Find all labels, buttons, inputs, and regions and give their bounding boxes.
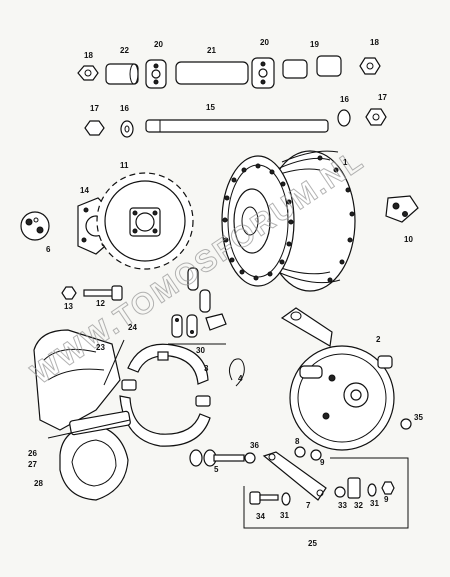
label-18-left: 18 [84,51,93,60]
axle-15 [145,119,329,133]
wheel-hub-1 [221,150,356,292]
rear-sprocket-11 [96,172,194,270]
label-2: 2 [376,335,381,344]
label-13: 13 [64,302,73,311]
return-spring-4 [228,358,245,387]
label-33: 33 [338,501,347,510]
label-6: 6 [46,245,51,254]
label-28: 28 [34,479,43,488]
washer-16-left [120,120,134,138]
small-hardware-31-33 [334,477,395,499]
label-10: 10 [404,235,413,244]
label-9-lower: 9 [384,495,389,504]
label-30: 30 [196,346,205,355]
label-20-left: 20 [154,40,163,49]
label-11: 11 [120,161,129,170]
brake-arm-7 [262,446,327,501]
bearing-20-left [145,59,167,89]
lock-plate-10 [385,195,419,223]
label-8: 8 [295,437,300,446]
spacer-22 [105,63,139,85]
label-35: 35 [414,413,423,422]
kit-bracket-25 [243,457,409,529]
label-31-right: 31 [370,499,379,508]
label-20-right: 20 [260,38,269,47]
label-19: 19 [310,40,319,49]
nut-18-right [359,57,381,75]
brake-shoes-3 [119,343,211,447]
label-36: 36 [250,441,259,450]
bolt-12-and-nut-13 [61,285,123,301]
label-22: 22 [120,46,129,55]
cover-plate-6 [20,211,50,241]
chain-guard-23 [33,329,121,431]
label-26: 26 [28,449,37,458]
label-4: 4 [238,374,243,383]
pivot-pin-5 [189,449,256,467]
label-15: 15 [206,103,215,112]
axle-spacer-row [77,55,381,89]
nut-17-right [365,108,387,126]
axle-row [84,108,387,138]
label-27: 27 [28,460,37,469]
label-17-left: 17 [90,104,99,113]
label-16-left: 16 [120,104,129,113]
bolt-34 [249,491,291,506]
label-34: 34 [256,512,265,521]
chain-link-30 [168,267,227,345]
central-tube-21 [175,61,249,85]
label-16-right: 16 [340,95,349,104]
label-32: 32 [354,501,363,510]
brake-plate-2 [280,307,395,451]
label-3: 3 [204,364,209,373]
label-21: 21 [207,46,216,55]
label-24: 24 [128,323,137,332]
nut-17-left [84,120,105,136]
clamp-26-28 [47,410,131,501]
label-7: 7 [306,501,311,510]
nut-18-left [77,65,99,81]
label-1: 1 [343,158,348,167]
label-12: 12 [96,299,105,308]
spacer-19a [282,59,308,79]
bearing-20-right [251,57,275,89]
label-17-right: 17 [378,93,387,102]
label-31-left: 31 [280,511,289,520]
spacer-19b [316,55,342,77]
part-labels: 18 22 20 21 20 19 18 17 16 15 16 17 11 1… [28,38,423,548]
label-18-right: 18 [370,38,379,47]
label-5: 5 [214,465,219,474]
washer-16-right [337,109,351,127]
label-9-upper: 9 [320,458,325,467]
label-14: 14 [80,186,89,195]
leader-24 [103,339,125,386]
label-25: 25 [308,539,317,548]
label-23: 23 [96,343,105,352]
nut-35 [400,418,412,430]
